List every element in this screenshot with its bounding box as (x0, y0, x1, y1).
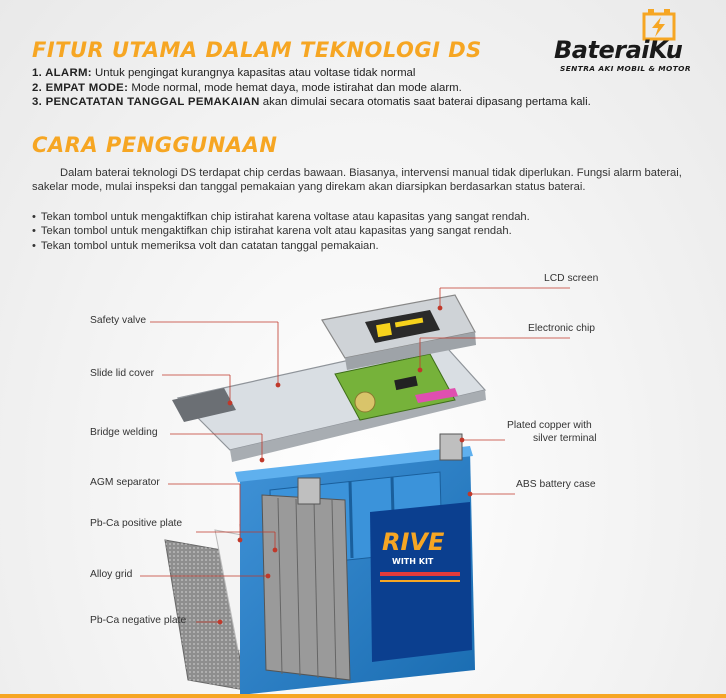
label-electronic-chip: Electronic chip (528, 323, 595, 334)
usage-intro: Dalam baterai teknologi DS terdapat chip… (32, 167, 682, 194)
battery-bolt-icon (642, 9, 676, 41)
feature-item: 2. EMPAT MODE: Mode normal, mode hemat d… (32, 81, 462, 94)
lid-cover-shape (172, 339, 487, 462)
brand-name: BateraiKu (554, 36, 683, 64)
features-heading: FITUR UTAMA DALAM TEKNOLOGI DS (32, 38, 482, 62)
usage-bullet: Tekan tombol untuk mengaktifkan chip ist… (32, 224, 692, 238)
usage-bullet: Tekan tombol untuk memeriksa volt dan ca… (32, 239, 692, 253)
label-bridge-welding: Bridge welding (90, 427, 158, 438)
label-agm-separator: AGM separator (90, 477, 160, 488)
usage-heading: CARA PENGGUNAAN (32, 133, 278, 157)
usage-bullet: Tekan tombol untuk mengaktifkan chip ist… (32, 210, 692, 224)
label-safety-valve: Safety valve (90, 315, 147, 326)
brand-logo: BateraiKu SENTRA AKI MOBIL & MOTOR (554, 8, 720, 78)
feature-item: 1. ALARM: Untuk pengingat kurangnya kapa… (32, 67, 416, 79)
label-lcd-screen: LCD screen (544, 273, 599, 284)
bottom-accent-bar (0, 694, 726, 698)
features-list: 1. ALARM: Untuk pengingat kurangnya kapa… (32, 66, 682, 110)
battery-case-shape: RIVE WITH KIT (235, 433, 475, 695)
feature-item: 3. PENCATATAN TANGGAL PEMAKAIAN akan dim… (32, 96, 591, 108)
label-plated-copper: Plated copper with (507, 420, 592, 431)
usage-bullets: Tekan tombol untuk mengaktifkan chip ist… (32, 210, 692, 253)
product-brand-text: RIVE (382, 528, 445, 556)
product-sub-text: WITH KIT (392, 557, 434, 566)
label-negative-plate: Pb-Ca negative plate (90, 615, 187, 626)
label-slide-lid-cover: Slide lid cover (90, 368, 155, 379)
label-silver-terminal: silver terminal (533, 433, 597, 444)
lcd-module-shape (321, 294, 476, 370)
callout-lines (140, 287, 570, 625)
label-alloy-grid: Alloy grid (90, 569, 133, 580)
battery-diagram: RIVE WITH KIT (0, 250, 726, 698)
label-positive-plate: Pb-Ca positive plate (90, 518, 183, 529)
label-abs-battery-case: ABS battery case (516, 479, 596, 490)
battery-illustration: RIVE WITH KIT (140, 287, 570, 695)
brand-tagline: SENTRA AKI MOBIL & MOTOR (560, 64, 691, 73)
